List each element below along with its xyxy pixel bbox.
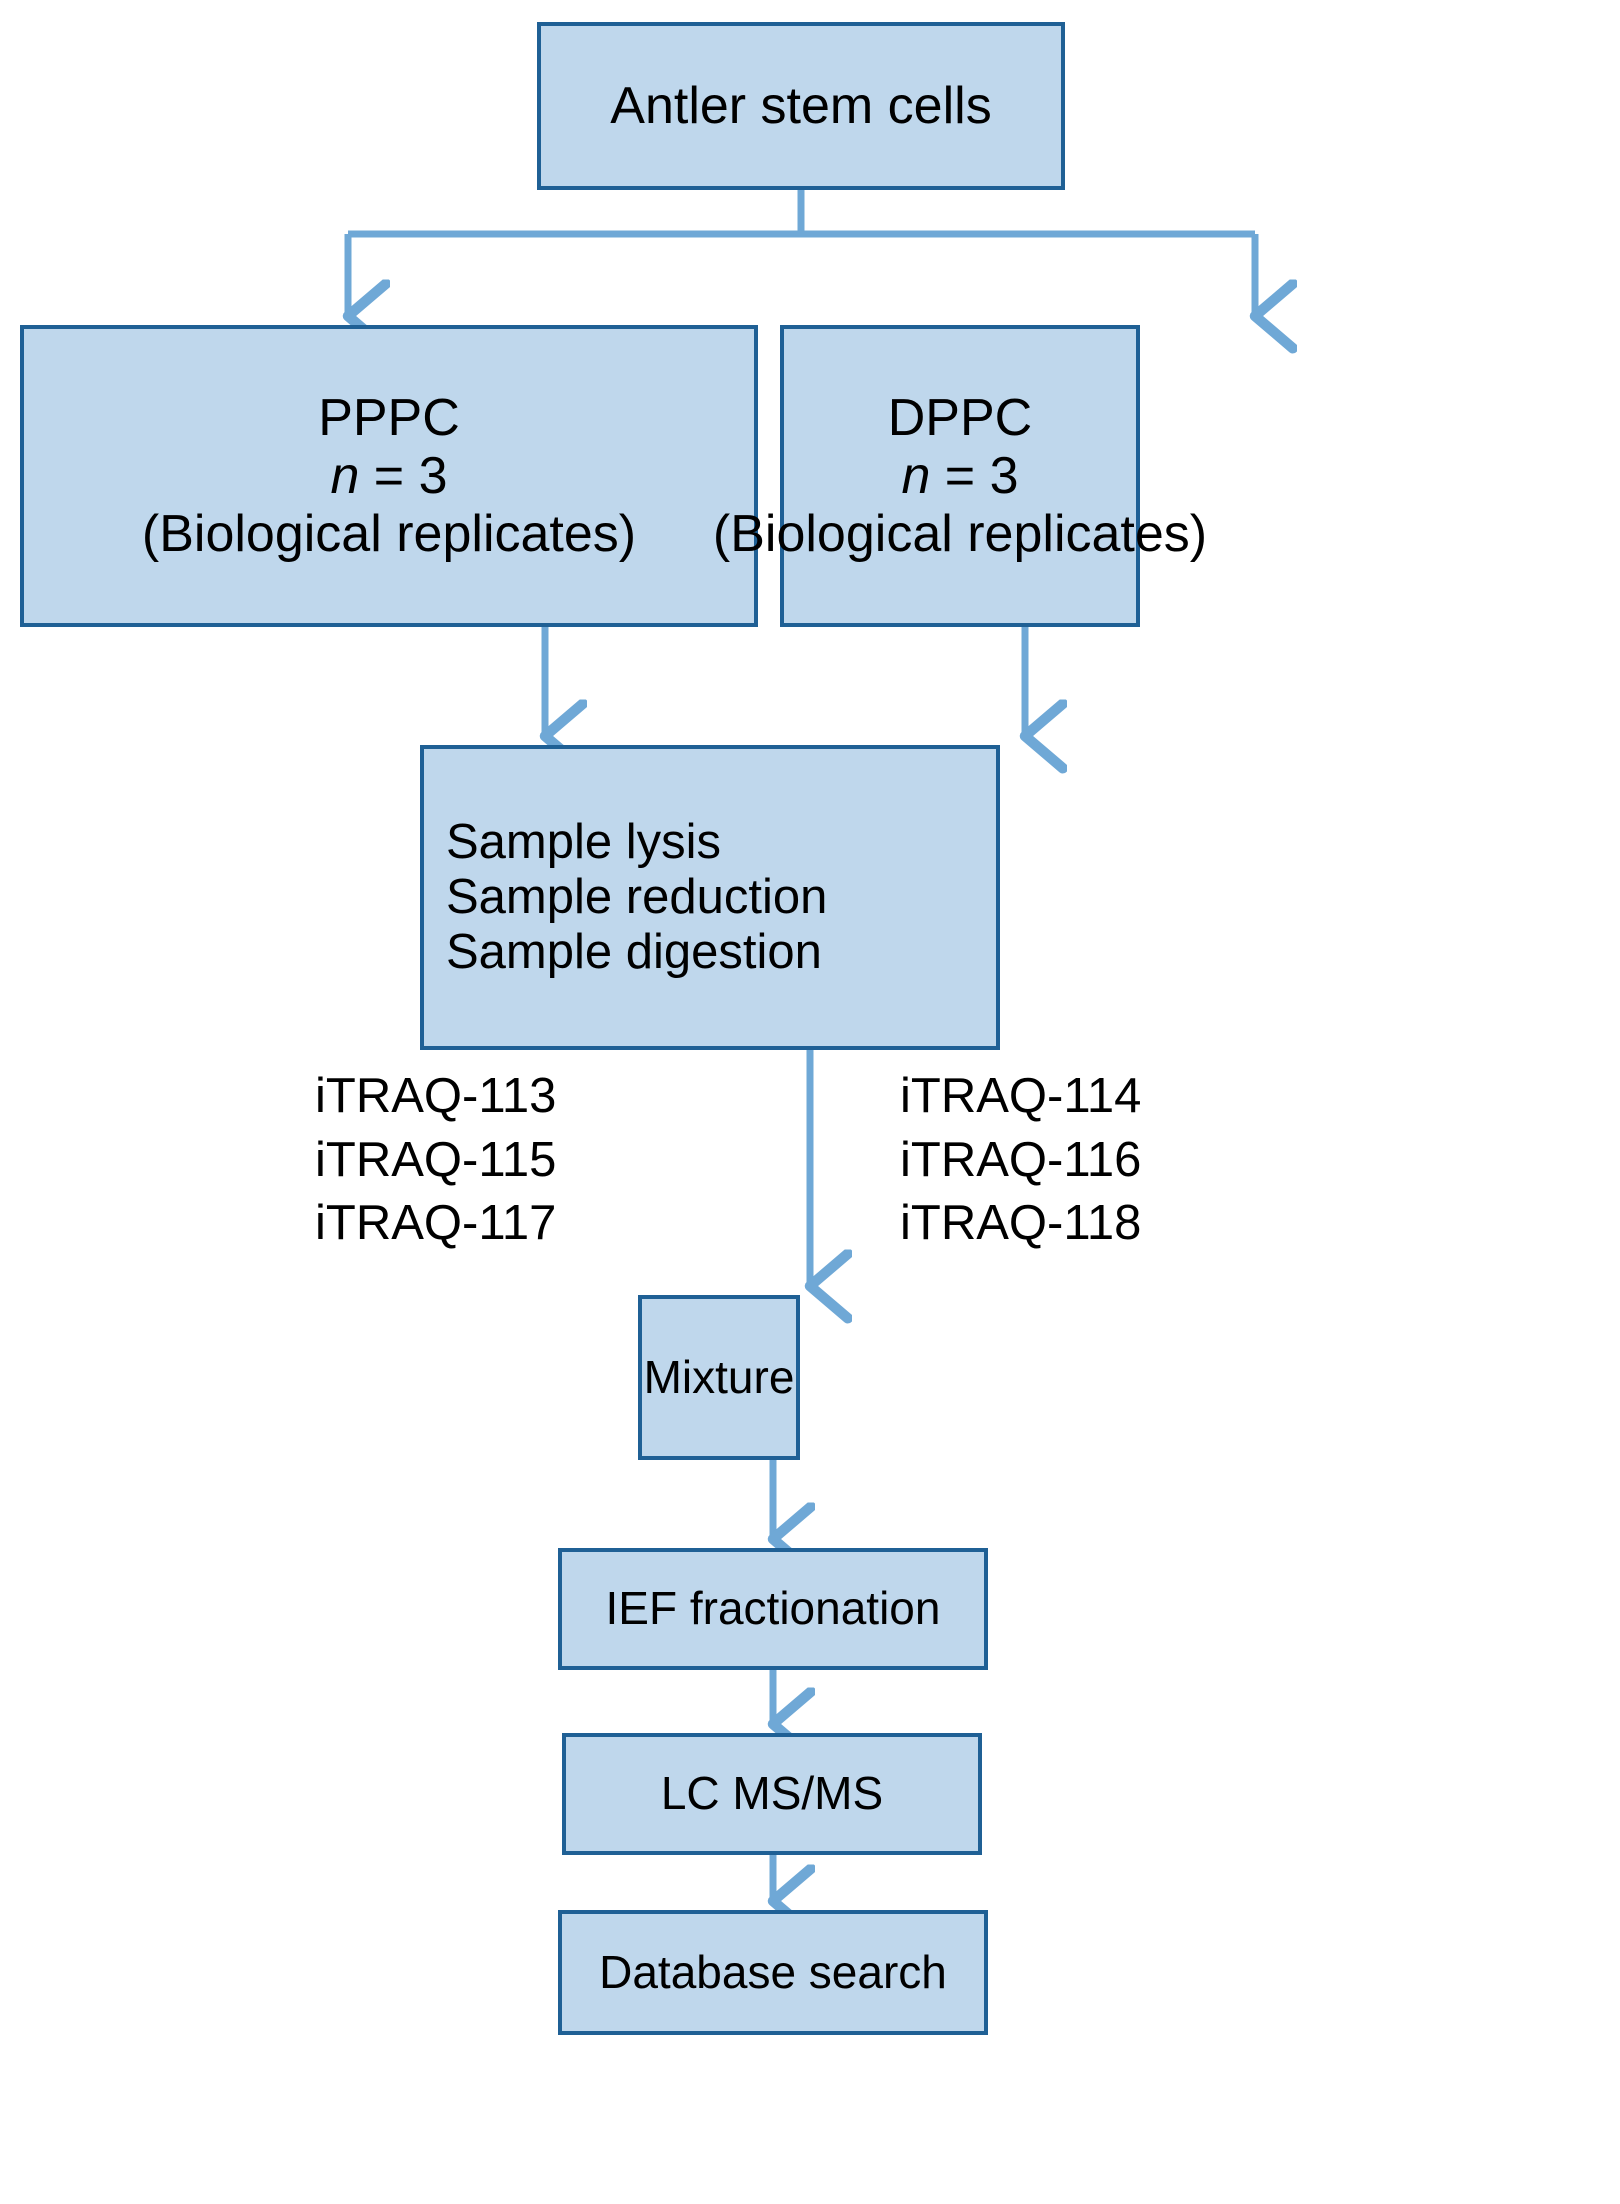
node-database-label: Database search xyxy=(599,1945,947,1998)
node-antler-label: Antler stem cells xyxy=(610,76,992,135)
itraq-label: iTRAQ-117 xyxy=(315,1196,557,1251)
itraq-label: iTRAQ-116 xyxy=(900,1132,1142,1187)
node-dppc[interactable]: DPPC n = 3 (Biological replicates) xyxy=(713,325,1207,627)
node-dppc-sample-size: n = 3 xyxy=(901,447,1018,505)
node-pppc-n-symbol: n xyxy=(330,446,360,505)
node-pppc-replicates: (Biological replicates) xyxy=(141,505,637,564)
node-prep-line-digestion: Sample digestion xyxy=(446,924,822,979)
node-prep-line-lysis: Sample lysis xyxy=(446,815,722,870)
node-database-search[interactable]: Database search xyxy=(558,1910,988,2035)
node-lcmsms-label: LC MS/MS xyxy=(660,1767,884,1820)
node-pppc-title: PPPC xyxy=(318,388,460,447)
node-pppc-n-value: = 3 xyxy=(359,446,448,505)
itraq-label: iTRAQ-115 xyxy=(315,1132,557,1187)
node-dppc-title: DPPC xyxy=(887,388,1033,447)
itraq-label-column-left: iTRAQ-113 iTRAQ-115 iTRAQ-117 xyxy=(315,1065,556,1256)
node-sample-preparation[interactable]: Sample lysis Sample reduction Sample dig… xyxy=(420,745,1000,1050)
node-antler-stem-cells[interactable]: Antler stem cells xyxy=(537,22,1065,190)
node-dppc-n-symbol: n xyxy=(901,446,931,505)
itraq-label: iTRAQ-114 xyxy=(900,1069,1142,1123)
node-mixture-label: Mixture xyxy=(643,1350,795,1403)
node-prep-line-reduction: Sample reduction xyxy=(446,870,828,925)
node-dppc-n-value: = 3 xyxy=(930,446,1019,505)
itraq-label: iTRAQ-113 xyxy=(315,1069,557,1123)
node-ief-fractionation[interactable]: IEF fractionation xyxy=(558,1548,988,1670)
node-mixture[interactable]: Mixture xyxy=(638,1295,800,1460)
itraq-label: iTRAQ-118 xyxy=(900,1196,1142,1251)
node-lc-msms[interactable]: LC MS/MS xyxy=(562,1733,982,1855)
node-ief-label: IEF fractionation xyxy=(605,1582,941,1635)
node-dppc-replicates: (Biological replicates) xyxy=(712,505,1208,564)
node-pppc[interactable]: PPPC n = 3 (Biological replicates) xyxy=(20,325,758,627)
node-pppc-sample-size: n = 3 xyxy=(330,447,447,505)
itraq-label-column-right: iTRAQ-114 iTRAQ-116 iTRAQ-118 xyxy=(900,1065,1141,1256)
